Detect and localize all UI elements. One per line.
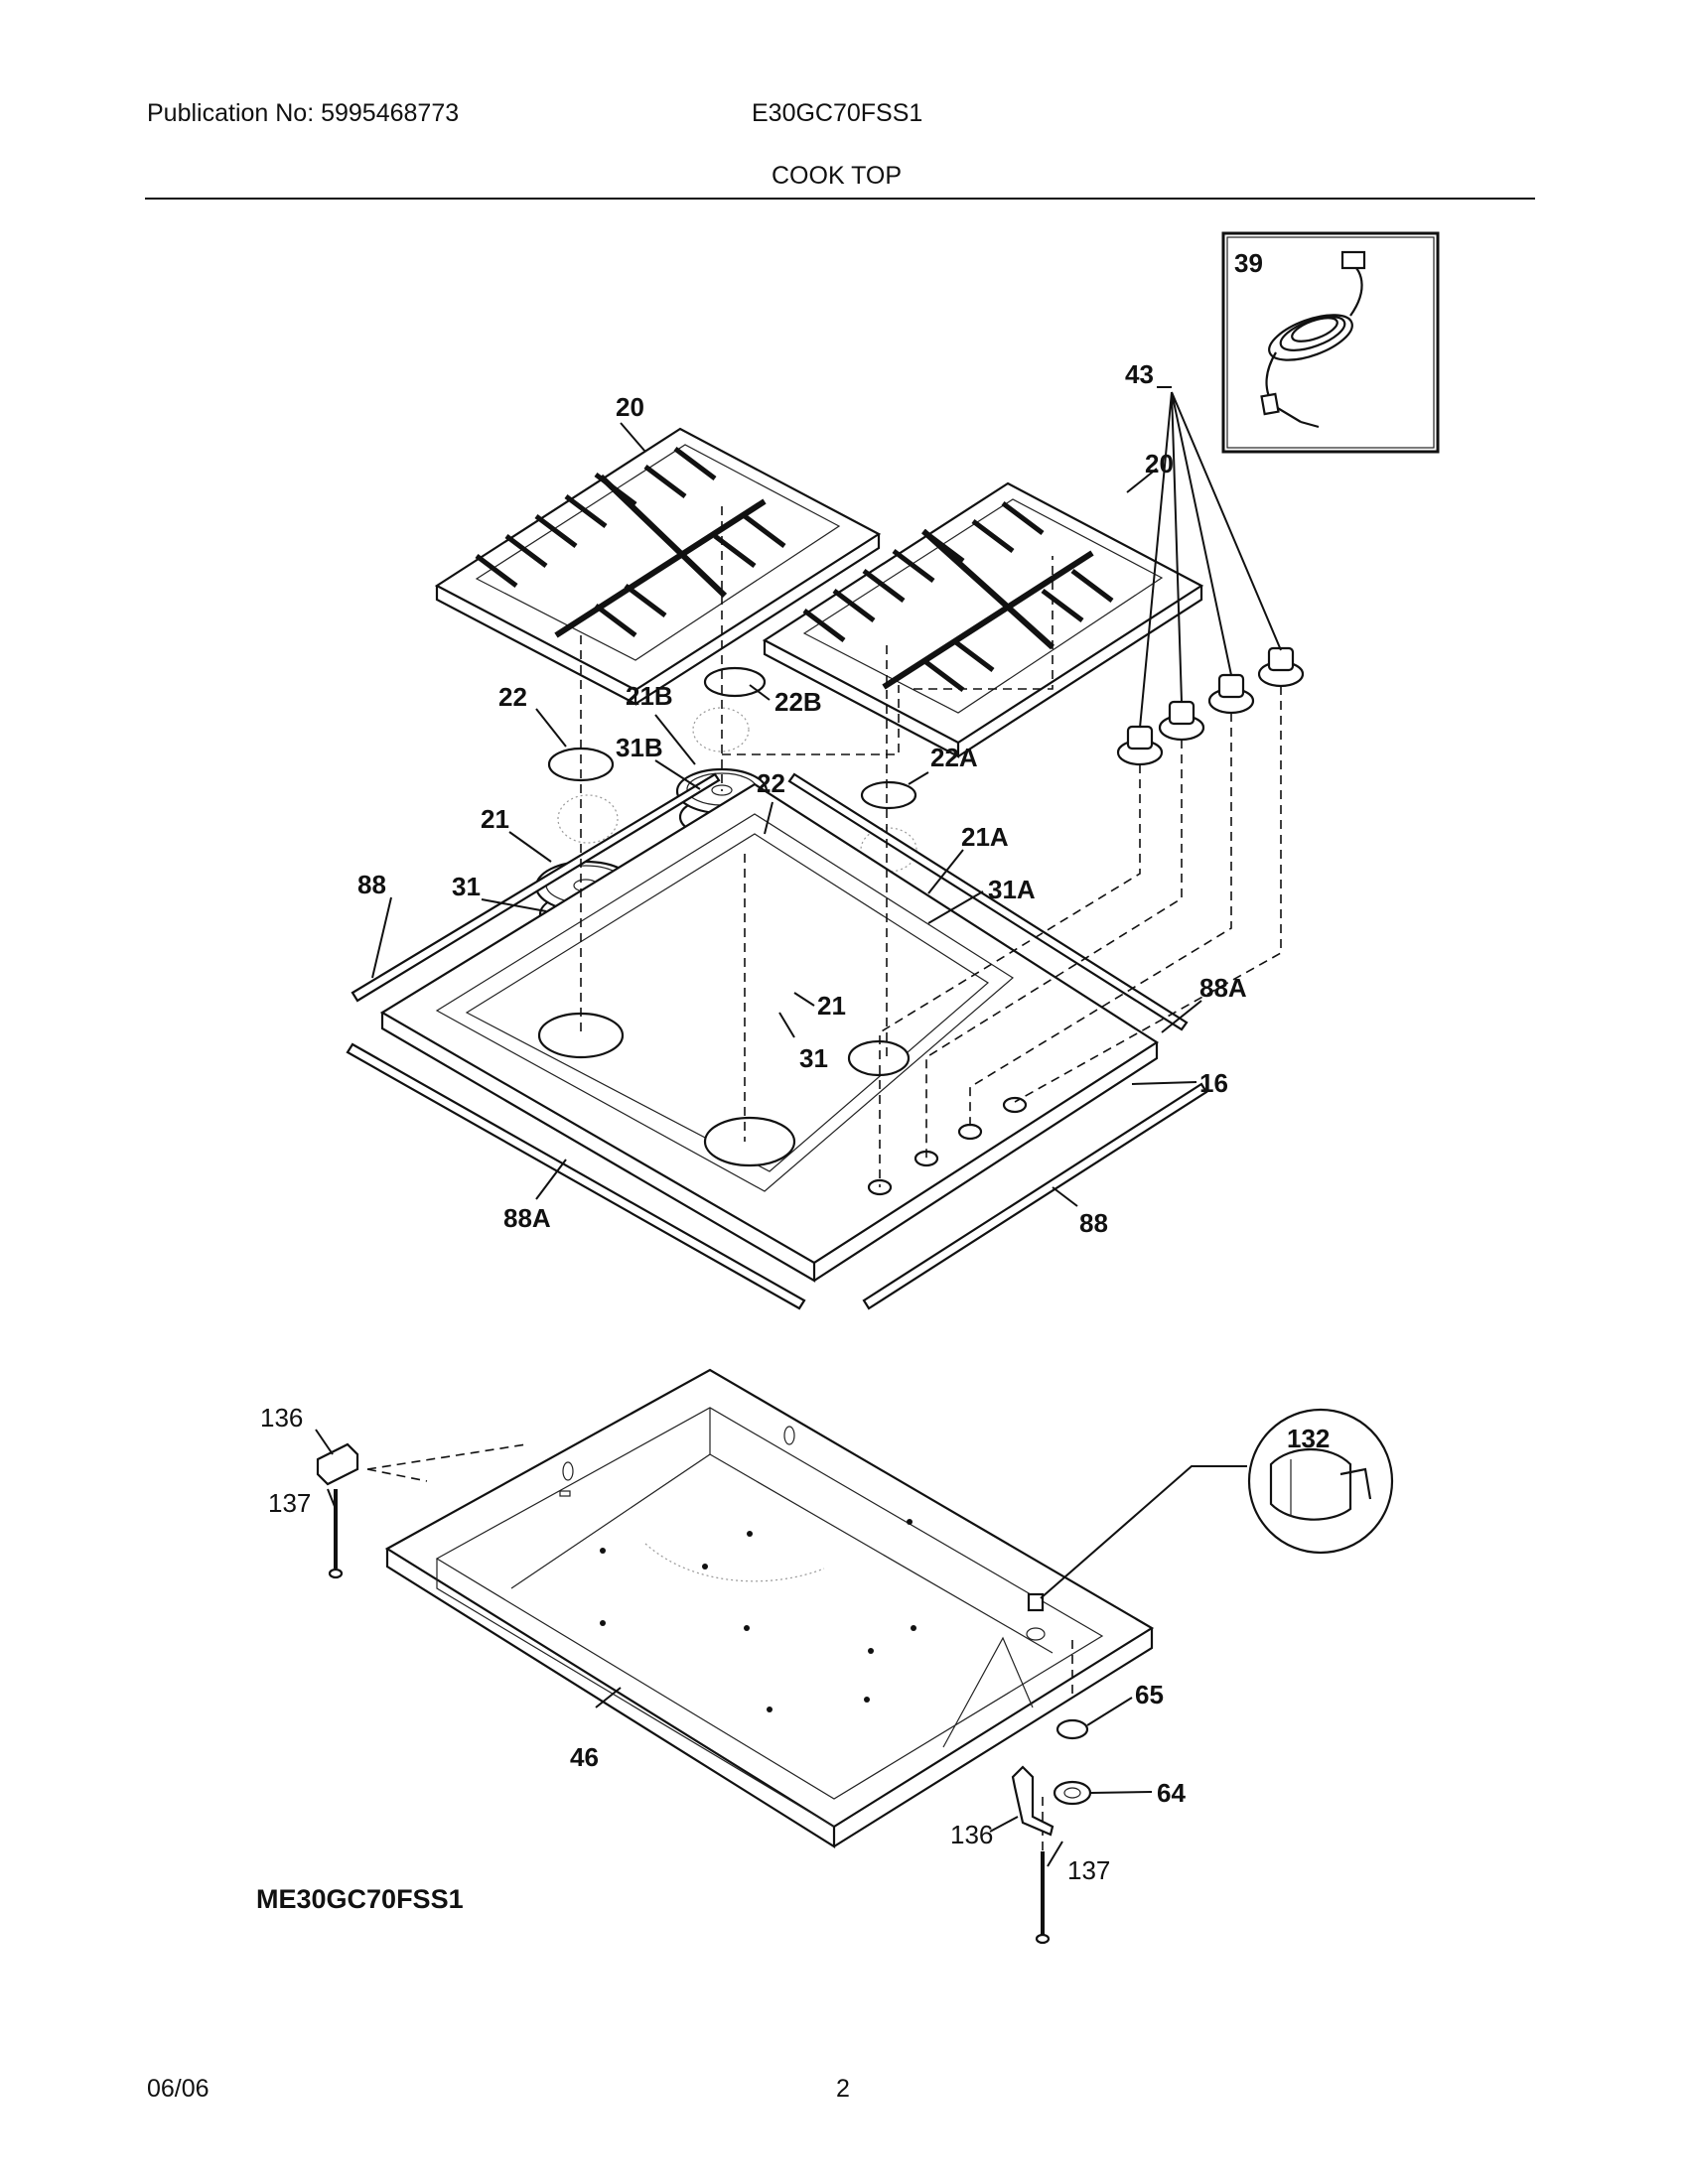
callout-88a-front: 88A	[503, 1203, 551, 1233]
trim-88-front	[862, 1082, 1208, 1310]
callout-64: 64	[1157, 1778, 1186, 1808]
callout-31-left: 31	[452, 872, 481, 901]
callout-43: 43	[1125, 359, 1154, 389]
knob-2	[1158, 700, 1205, 742]
spark-module-mount	[1027, 1592, 1045, 1612]
callout-39: 39	[1234, 248, 1263, 278]
callout-88-front: 88	[1079, 1208, 1108, 1238]
callout-16: 16	[1199, 1068, 1228, 1098]
callout-21-left: 21	[481, 804, 509, 834]
trim-88a-front	[346, 1042, 806, 1310]
model-number: E30GC70FSS1	[752, 99, 923, 127]
callout-88-back: 88	[357, 870, 386, 899]
footer-date: 06/06	[147, 2075, 210, 2103]
valve-hole-3	[957, 1123, 983, 1141]
callout-22-center: 22	[757, 768, 785, 798]
callout-136-right: 136	[950, 1820, 993, 1849]
callout-136-left: 136	[260, 1403, 303, 1433]
trim-strips	[346, 772, 1208, 1310]
callout-21a: 21A	[961, 822, 1009, 852]
trim-88a-back	[787, 772, 1189, 1031]
callout-137-left: 137	[268, 1488, 311, 1518]
callout-21-center: 21	[817, 991, 846, 1021]
knob-1	[1116, 725, 1164, 766]
knob-4	[1257, 646, 1305, 688]
callout-132: 132	[1287, 1424, 1330, 1453]
callout-20-left: 20	[616, 392, 644, 422]
cooktop-16	[379, 782, 1160, 1283]
header-rule	[145, 198, 1535, 200]
callout-21b: 21B	[626, 681, 673, 711]
burner-box-46	[384, 1368, 1155, 1848]
knob-3	[1207, 673, 1255, 715]
washer-64	[1053, 1780, 1092, 1806]
footer-page-number: 2	[836, 2075, 850, 2103]
bracket-136-left	[316, 1442, 359, 1486]
valve-hole-4	[1002, 1096, 1028, 1114]
diagram-model-code: ME30GC70FSS1	[256, 1884, 464, 1914]
burner-cap-22b	[703, 666, 767, 698]
section-title: COOK TOP	[772, 162, 903, 190]
bracket-136-right	[1011, 1765, 1055, 1837]
callout-31b: 31B	[616, 733, 663, 762]
callout-22-left: 22	[498, 682, 527, 712]
washer-65	[1055, 1718, 1089, 1740]
callout-88a-back: 88A	[1199, 973, 1247, 1003]
cooktop-hole-left	[537, 1012, 625, 1059]
callout-31a: 31A	[988, 875, 1036, 904]
callout-22b: 22B	[774, 687, 822, 717]
callout-137-right: 137	[1067, 1855, 1110, 1885]
cooktop-hole-front	[703, 1116, 796, 1167]
control-knobs	[1116, 646, 1305, 766]
assembly-lines-top	[580, 506, 1282, 1187]
callout-22a: 22A	[930, 743, 978, 772]
cooktop-hole-right	[847, 1039, 911, 1077]
right-grate	[762, 481, 1204, 758]
left-grate	[434, 427, 882, 706]
detail-spark-module-132	[1247, 1408, 1394, 1555]
callout-31-center: 31	[799, 1043, 828, 1073]
bolt-137-left	[328, 1489, 344, 1579]
callout-20-right: 20	[1145, 449, 1174, 478]
bolt-137-right	[1035, 1851, 1051, 1945]
publication-number: Publication No: 5995468773	[147, 99, 460, 127]
callout-65: 65	[1135, 1680, 1164, 1709]
callout-46: 46	[570, 1742, 599, 1772]
burner-cap-22a	[860, 780, 917, 810]
leader-lines	[315, 386, 1282, 1867]
trim-88-back	[351, 772, 721, 1003]
inset-power-cord	[1221, 231, 1440, 454]
